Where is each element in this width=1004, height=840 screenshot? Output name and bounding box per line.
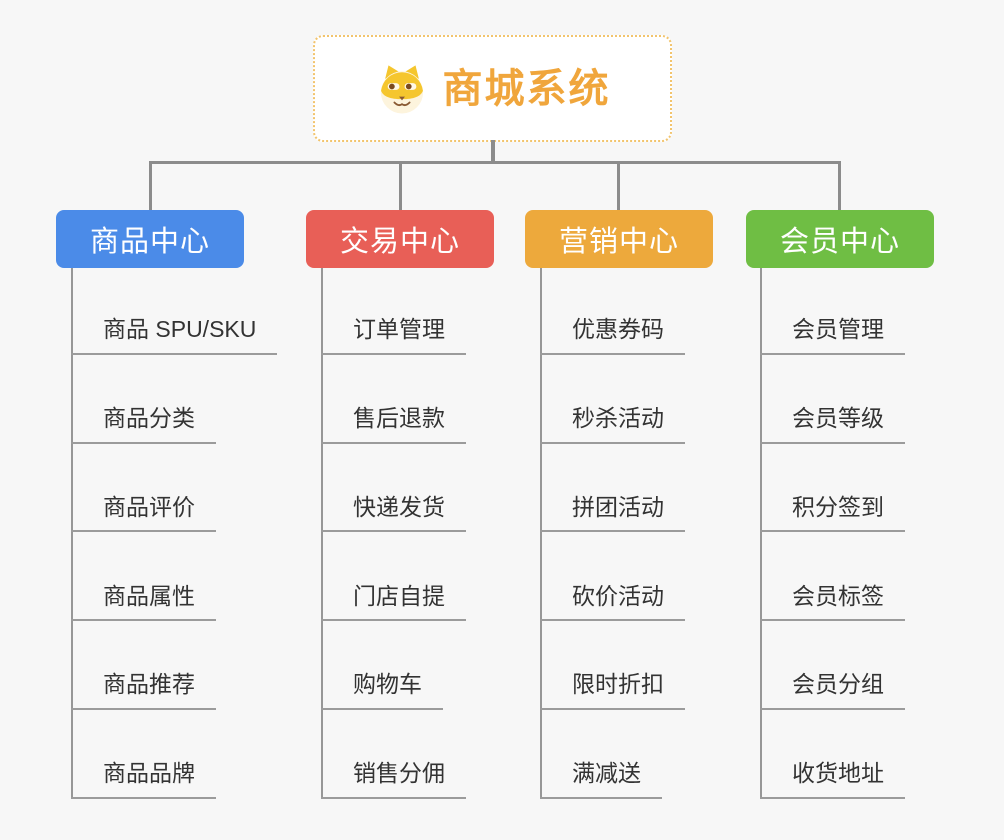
- connector-drop-member: [838, 161, 841, 210]
- root-node-mall-system[interactable]: 商城系统: [313, 35, 672, 142]
- leaf-node[interactable]: 门店自提: [321, 583, 466, 622]
- leaf-node[interactable]: 商品属性: [71, 583, 216, 622]
- leaf-node[interactable]: 售后退款: [321, 405, 466, 444]
- leaf-node[interactable]: 商品分类: [71, 405, 216, 444]
- connector-trunk-trade: [321, 268, 323, 799]
- doge-icon: [380, 64, 423, 113]
- root-title: 商城系统: [442, 66, 611, 111]
- leaf-node[interactable]: 秒杀活动: [540, 405, 685, 444]
- branch-node-member-center[interactable]: 会员中心: [746, 210, 934, 268]
- leaf-node[interactable]: 砍价活动: [540, 583, 685, 622]
- leaf-column-marketing: 优惠券码 秒杀活动 拼团活动 砍价活动 限时折扣 满减送: [540, 266, 780, 799]
- connector-trunk-product: [71, 268, 73, 799]
- leaf-node[interactable]: 会员管理: [760, 316, 905, 355]
- branch-node-marketing-center[interactable]: 营销中心: [525, 210, 713, 268]
- leaf-node[interactable]: 快递发货: [321, 494, 466, 533]
- leaf-node[interactable]: 销售分佣: [321, 760, 466, 799]
- leaf-column-product: 商品 SPU/SKU 商品分类 商品评价 商品属性 商品推荐 商品品牌: [71, 266, 311, 799]
- leaf-node[interactable]: 会员标签: [760, 583, 905, 622]
- leaf-node[interactable]: 会员分组: [760, 671, 905, 710]
- leaf-node[interactable]: 会员等级: [760, 405, 905, 444]
- leaf-node[interactable]: 积分签到: [760, 494, 905, 533]
- leaf-node[interactable]: 商品品牌: [71, 760, 216, 799]
- leaf-node[interactable]: 商品推荐: [71, 671, 216, 710]
- connector-trunk-marketing: [540, 268, 542, 799]
- connector-trunk-member: [760, 268, 762, 799]
- leaf-node[interactable]: 满减送: [540, 760, 662, 799]
- connector-drop-marketing: [617, 161, 620, 210]
- leaf-node[interactable]: 购物车: [321, 671, 443, 710]
- leaf-column-member: 会员管理 会员等级 积分签到 会员标签 会员分组 收货地址: [760, 266, 1000, 799]
- leaf-node[interactable]: 拼团活动: [540, 494, 685, 533]
- connector-root-stem: [491, 140, 495, 163]
- leaf-node[interactable]: 订单管理: [321, 316, 466, 355]
- leaf-column-trade: 订单管理 售后退款 快递发货 门店自提 购物车 销售分佣: [321, 266, 561, 799]
- leaf-node[interactable]: 优惠券码: [540, 316, 685, 355]
- leaf-node[interactable]: 商品评价: [71, 494, 216, 533]
- leaf-node[interactable]: 商品 SPU/SKU: [71, 316, 278, 355]
- connector-horizontal-bar: [149, 161, 841, 164]
- branch-node-trade-center[interactable]: 交易中心: [306, 210, 494, 268]
- leaf-node[interactable]: 限时折扣: [540, 671, 685, 710]
- branch-node-product-center[interactable]: 商品中心: [56, 210, 244, 268]
- leaf-node[interactable]: 收货地址: [760, 760, 905, 799]
- connector-drop-product: [149, 161, 152, 210]
- connector-drop-trade: [399, 161, 402, 210]
